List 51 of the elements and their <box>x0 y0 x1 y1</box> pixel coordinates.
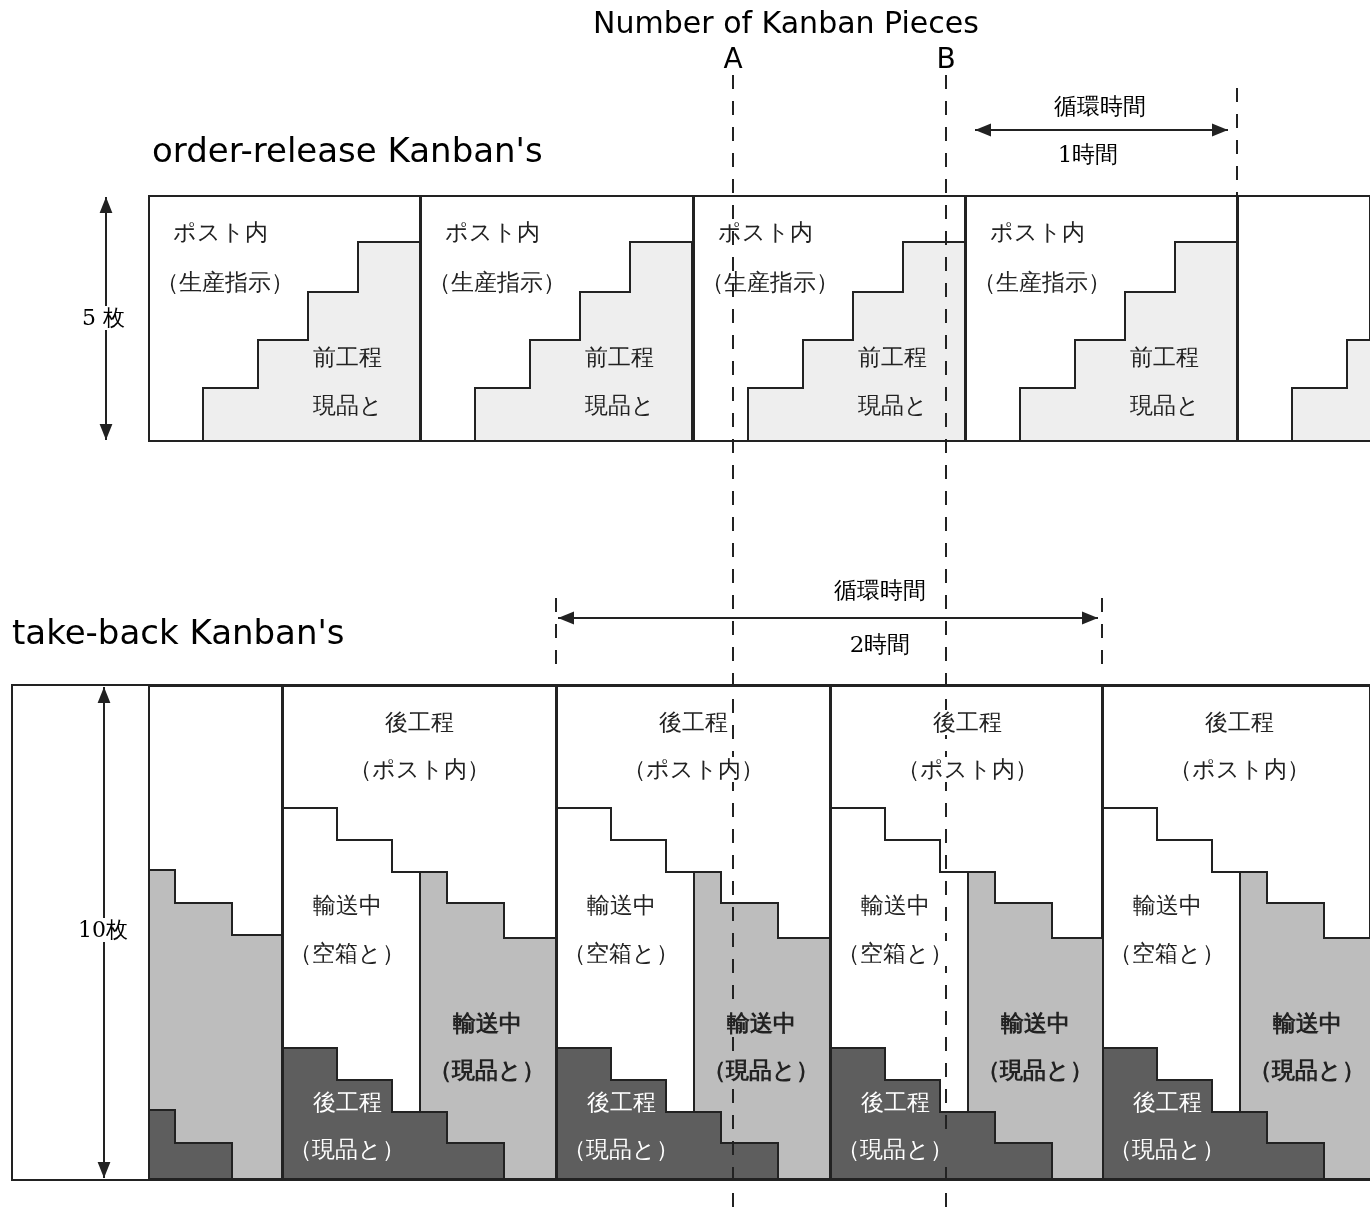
box-text: （生産指示） <box>973 270 1111 296</box>
box-text: ポスト内 <box>718 220 813 246</box>
kanban-column <box>1102 685 1370 1180</box>
box-text: 前工程 <box>1130 345 1199 371</box>
kanban-column <box>556 685 830 1180</box>
column-text: 輸送中 <box>860 893 930 919</box>
box-text: 現品と <box>313 393 383 419</box>
box-text: （生産指示） <box>428 270 566 296</box>
column-text: 輸送中 <box>726 1010 796 1036</box>
box-text: ポスト内 <box>173 220 268 246</box>
dimension-label: 5 枚 <box>82 306 125 331</box>
box-text: （生産指示） <box>701 270 839 296</box>
dimension-label: 循環時間 <box>834 578 926 604</box>
box-text: ポスト内 <box>445 220 540 246</box>
column-text: 後工程 <box>658 710 728 736</box>
marker-letter: A <box>723 44 743 75</box>
box-text: 現品と <box>1130 393 1200 419</box>
column-text: 後工程 <box>1132 1090 1202 1116</box>
kanban-column <box>830 685 1102 1180</box>
column-text: 輸送中 <box>586 893 656 919</box>
column-text: 輸送中 <box>1272 1010 1342 1036</box>
dimension-label: 10枚 <box>78 918 128 943</box>
kanban-column <box>148 685 282 1180</box>
column-text: 輸送中 <box>312 893 382 919</box>
dimension-label: 循環時間 <box>1054 94 1146 120</box>
kanban-box <box>1237 195 1370 442</box>
column-text: 後工程 <box>932 710 1002 736</box>
box-text: 前工程 <box>313 345 382 371</box>
column-text: 後工程 <box>860 1090 930 1116</box>
dimension-label: 1時間 <box>1057 142 1119 168</box>
column-text: 輸送中 <box>1000 1010 1070 1036</box>
column-text: 輸送中 <box>452 1010 522 1036</box>
title: Number of Kanban Pieces <box>593 6 979 39</box>
column-text: 後工程 <box>384 710 454 736</box>
row-heading: take-back Kanban's <box>12 614 345 652</box>
box-text: 前工程 <box>585 345 654 371</box>
row-heading: order-release Kanban's <box>152 132 543 170</box>
column-text: 後工程 <box>312 1090 382 1116</box>
kanban-box <box>693 195 965 442</box>
column-text: 輸送中 <box>1132 893 1202 919</box>
kanban-box <box>420 195 693 442</box>
kanban-box <box>148 195 420 442</box>
column-text: 後工程 <box>586 1090 656 1116</box>
column-text: 後工程 <box>1204 710 1274 736</box>
box-text: ポスト内 <box>990 220 1085 246</box>
box-text: 現品と <box>585 393 655 419</box>
box-text: 現品と <box>858 393 928 419</box>
box-text: （生産指示） <box>156 270 294 296</box>
marker-letter: B <box>936 44 956 75</box>
box-text: 前工程 <box>858 345 927 371</box>
dimension-label: 2時間 <box>849 632 911 658</box>
